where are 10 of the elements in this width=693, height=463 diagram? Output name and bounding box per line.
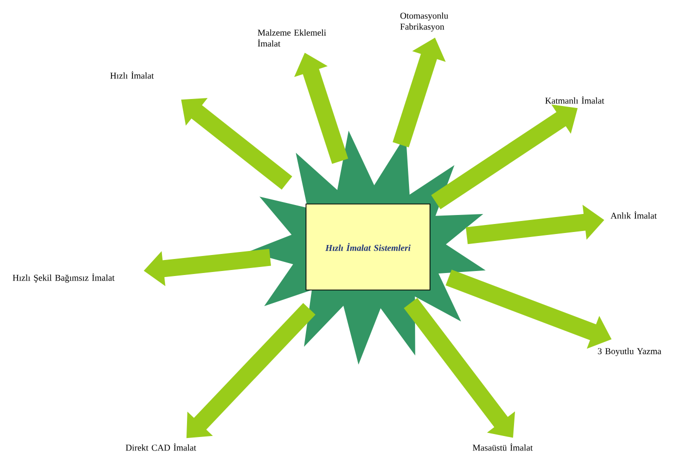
node-label: Masaüstü İmalat [472,443,533,451]
center-box: Hızlı İmalat Sistemleri [306,204,430,290]
node-label: Direkt CAD İmalat [126,443,196,451]
node-label: Hızlı Şekil Bağımsız İmalat [12,273,115,283]
node-label: Katmanlı İmalat [545,96,604,104]
node-label: Otomasyonlu Fabrikasyon [400,12,448,32]
node-label: Hızlı İmalat [110,71,154,79]
node-label: 3 Boyutlu Yazma [598,348,662,356]
node-label: Anlık İmalat [610,211,657,219]
node-label: Malzeme Eklemeli İmalat [258,29,326,47]
